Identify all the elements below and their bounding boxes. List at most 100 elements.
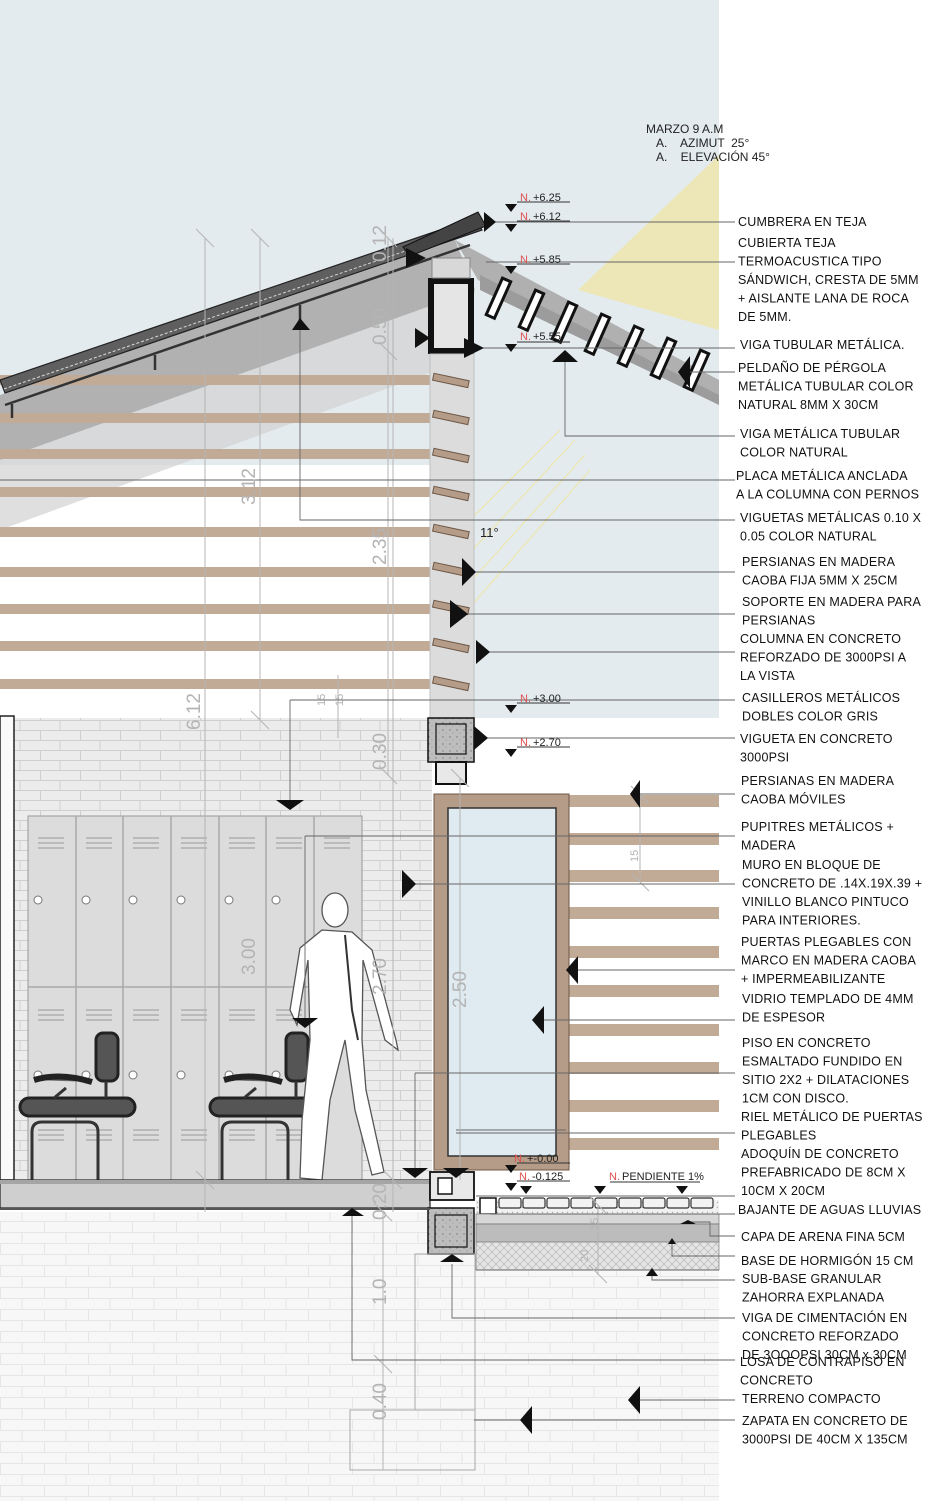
- downpipe-box: [479, 1197, 497, 1215]
- material-label-line: PARA INTERIORES.: [742, 914, 861, 928]
- material-label-line: TERRENO COMPACTO: [742, 1392, 881, 1406]
- material-label-line: RIEL METÁLICO DE PUERTAS: [741, 1109, 923, 1124]
- material-label-line: SITIO 2X2 + DILATACIONES: [742, 1073, 909, 1087]
- material-label-line: PLACA METÁLICA ANCLADA: [736, 468, 908, 483]
- material-label-line: PERSIANAS: [742, 614, 815, 628]
- material-label-line: + IMPERMEABILIZANTE: [741, 972, 885, 986]
- desk-left: [18, 1031, 137, 1180]
- level-label: +5.85: [533, 254, 561, 266]
- dim-slab: 0.20: [370, 1183, 391, 1220]
- sun-elevation: A. ELEVACIÓN 45°: [656, 149, 770, 164]
- material-label-line: TERMOACUSTICA TIPO: [738, 255, 882, 269]
- material-label-line: CAOBA FIJA 5MM X 25CM: [742, 574, 898, 588]
- material-label-line: DOBLES COLOR GRIS: [742, 710, 878, 724]
- level-marker-lines: [517, 201, 700, 1183]
- human-figure: [289, 892, 399, 1181]
- level-prefix: N.: [520, 192, 531, 204]
- material-label-line: CONCRETO: [740, 1374, 813, 1388]
- material-label-line: MURO EN BLOQUE DE: [742, 858, 881, 872]
- material-label-line: BAJANTE DE AGUAS LLUVIAS: [738, 1203, 921, 1217]
- dim-door-clear: 2.70: [370, 958, 391, 995]
- ridge-hanger: [431, 257, 471, 279]
- material-label-line: VIGA TUBULAR METÁLICA.: [740, 337, 905, 352]
- interior-white-area: [0, 465, 430, 720]
- dim-base: 20: [579, 1250, 591, 1262]
- material-label-line: LOSA DE CONTRAPISO EN: [740, 1355, 905, 1369]
- material-label-line: CASILLEROS METÁLICOS: [742, 690, 900, 705]
- material-label-line: A LA COLUMNA CON PERNOS: [736, 488, 919, 502]
- material-label-line: 0.05 COLOR NATURAL: [740, 530, 877, 544]
- footing: [349, 1409, 476, 1471]
- material-label-line: VINILLO BLANCO PINTUCO: [742, 895, 909, 909]
- dim-door-height: 2.50: [450, 971, 471, 1008]
- material-label-line: + AISLANTE LANA DE ROCA: [738, 292, 909, 306]
- level-prefix: N.: [520, 737, 531, 749]
- material-label-line: VIGA DE CIMENTACIÓN EN: [742, 1310, 907, 1325]
- material-label-line: DE ESPESOR: [742, 1011, 825, 1025]
- sun-ray-area: [578, 155, 719, 330]
- material-label-line: ZAPATA EN CONCRETO DE: [742, 1414, 908, 1428]
- material-label-line: MADERA: [741, 839, 796, 853]
- material-label-line: CAOBA MÓVILES: [741, 792, 846, 807]
- material-label-line: ZAHORRA EXPLANADA: [742, 1291, 885, 1305]
- left-wall-edge: [0, 715, 15, 1181]
- material-label-line: LA VISTA: [740, 669, 795, 683]
- dim-beam: 0.50: [370, 308, 391, 345]
- material-label-line: DE 5MM.: [738, 310, 792, 324]
- dim-paving: 15: [589, 1218, 601, 1230]
- dimension-texts: 6.12 3.12 2.35 0.12 0.50 0.30 3.00 2.70 …: [184, 225, 641, 1420]
- material-label-line: PERSIANAS EN MADERA: [742, 555, 896, 569]
- material-label-line: SOPORTE EN MADERA PARA: [742, 595, 921, 609]
- material-label-line: ESMALTADO FUNDIDO EN: [742, 1055, 903, 1069]
- material-label-line: PUERTAS PLEGABLES CON: [741, 935, 911, 949]
- sun-info: MARZO 9 A.M A. AZIMUT 25° A. ELEVACIÓN 4…: [646, 122, 770, 164]
- level-prefix: N.: [519, 1171, 530, 1183]
- material-label-line: NATURAL 8MM X 30CM: [738, 398, 878, 412]
- desk-right: [208, 1031, 327, 1180]
- slab-subfloor-line: [0, 1208, 430, 1210]
- material-label-line: PERSIANAS EN MADERA: [741, 774, 895, 788]
- roof-panel-inner-line: [3, 225, 479, 390]
- pointer-arrows: [276, 204, 696, 1434]
- rail-inner: [437, 1177, 453, 1195]
- material-label-line: CONCRETO DE .14X.19X.39 +: [742, 877, 922, 891]
- sun-title: MARZO 9 A.M: [646, 122, 723, 136]
- floor-slab: [0, 1179, 431, 1209]
- material-label-line: REFORZADO DE 3000PSI A: [740, 651, 907, 665]
- dim-wall-height: 3.00: [239, 938, 260, 975]
- level-label: -0.125: [532, 1171, 563, 1183]
- dim-ridge: 0.12: [370, 225, 391, 262]
- dim-upper-beam: 0.30: [370, 733, 391, 770]
- level-label: +5.55: [533, 331, 561, 343]
- concrete-pavers: [498, 1197, 714, 1209]
- material-label-line: VIGUETAS METÁLICAS 0.10 X: [740, 510, 922, 525]
- material-label-line: 3000PSI DE 40CM X 135CM: [742, 1433, 908, 1447]
- material-label-line: SUB-BASE GRANULAR: [742, 1272, 882, 1286]
- dim-roof-height: 3.12: [239, 468, 260, 505]
- louver-angle: 11°: [480, 525, 499, 540]
- level-label: +3.00: [533, 693, 561, 705]
- dim-foundation: 1.0: [370, 1279, 391, 1305]
- ridge-beam-inner: [434, 284, 468, 348]
- material-label-line: PREFABRICADO DE 8CM X: [741, 1166, 906, 1180]
- material-label-line: DE 3OOOPSI 30CM x 30CM: [742, 1348, 907, 1362]
- material-label-line: COLOR NATURAL: [740, 446, 848, 460]
- level-label: +2.70: [533, 737, 561, 749]
- dim-footing: 0.40: [370, 1383, 391, 1420]
- material-label-line: CUMBRERA EN TEJA: [738, 215, 867, 229]
- dimension-lines: [195, 228, 650, 1470]
- concrete-beam-upper-rebar: [435, 723, 467, 755]
- material-label-line: METÁLICA TUBULAR COLOR: [738, 379, 914, 394]
- dim-column-height: 2.35: [370, 528, 391, 565]
- material-label-line: VIGUETA EN CONCRETO: [740, 732, 893, 746]
- roof-sandwich-panel: [0, 217, 483, 394]
- slope-prefix: N.: [609, 1171, 620, 1183]
- level-label: +6.25: [533, 192, 561, 204]
- level-prefix: N.: [514, 1153, 525, 1165]
- level-prefix: N.: [520, 211, 531, 223]
- wood-joists-interior: [0, 375, 430, 689]
- door-hanger: [435, 761, 467, 785]
- level-label: +6.12: [533, 211, 561, 223]
